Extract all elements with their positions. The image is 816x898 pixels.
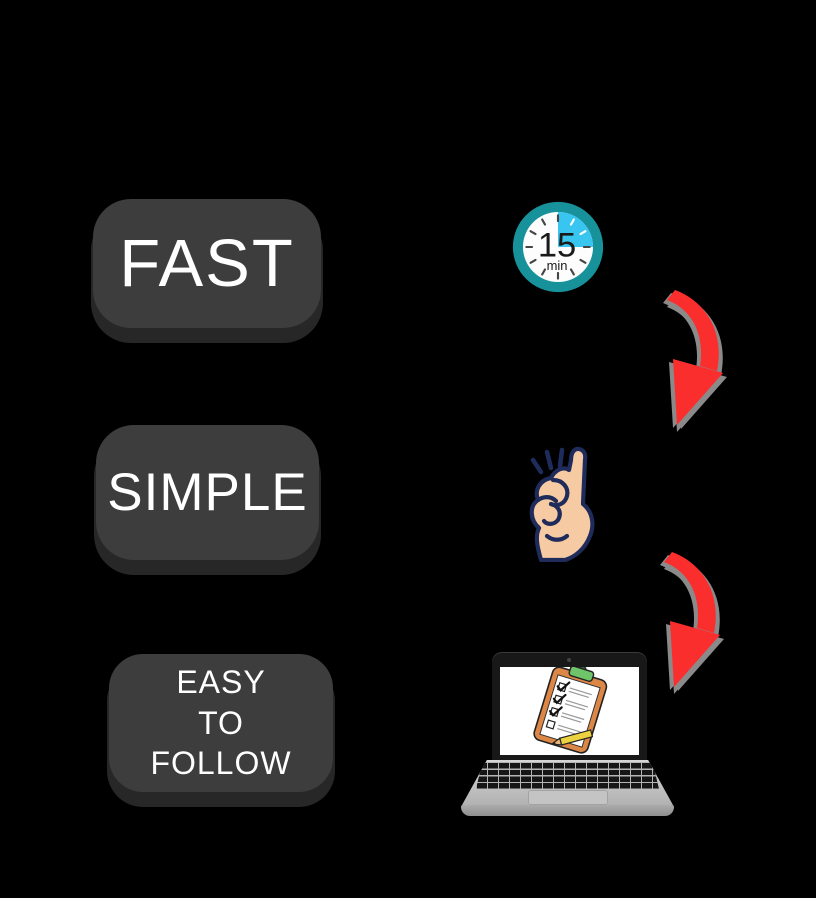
laptop-trackpad <box>528 790 608 805</box>
clipboard-clip <box>568 667 595 682</box>
timer-svg: 15 min <box>512 201 604 293</box>
badge-simple: SIMPLE <box>96 425 319 560</box>
hand-drawing <box>529 446 595 562</box>
badge-fast-label: FAST <box>119 226 295 301</box>
timer-15min-icon: 15 min <box>510 199 606 295</box>
curved-down-arrow-icon <box>667 290 723 425</box>
snapping-fingers-icon <box>529 446 595 562</box>
laptop-display <box>500 667 639 755</box>
snap-motion-lines <box>530 447 565 475</box>
timer-wedge-quarter <box>558 211 594 247</box>
laptop-checklist-icon <box>455 645 675 817</box>
clipboard-checklist-icon <box>533 667 608 754</box>
camera-dot-icon <box>567 658 571 662</box>
arrow-shape <box>664 552 720 687</box>
checklist-rows <box>545 681 592 736</box>
arrow-shape <box>667 290 723 425</box>
badge-easy-to-follow: EASY TO FOLLOW <box>109 654 333 792</box>
timer-unit: min <box>547 258 568 273</box>
laptop-keyboard <box>476 762 659 789</box>
badge-easy-label: EASY TO FOLLOW <box>150 663 292 782</box>
laptop-bottom-edge <box>461 805 674 816</box>
checkmarks <box>548 681 571 717</box>
badge-fast: FAST <box>93 199 321 328</box>
timer-ticks <box>525 214 591 280</box>
timer-value: 15 <box>538 227 576 265</box>
badge-simple-label: SIMPLE <box>107 463 308 522</box>
laptop-screen <box>492 652 647 764</box>
curved-down-arrow-icon <box>664 552 720 687</box>
pencil-icon <box>550 729 594 746</box>
timer-ticks-in-wedge <box>569 218 587 236</box>
laptop-base <box>462 760 673 805</box>
